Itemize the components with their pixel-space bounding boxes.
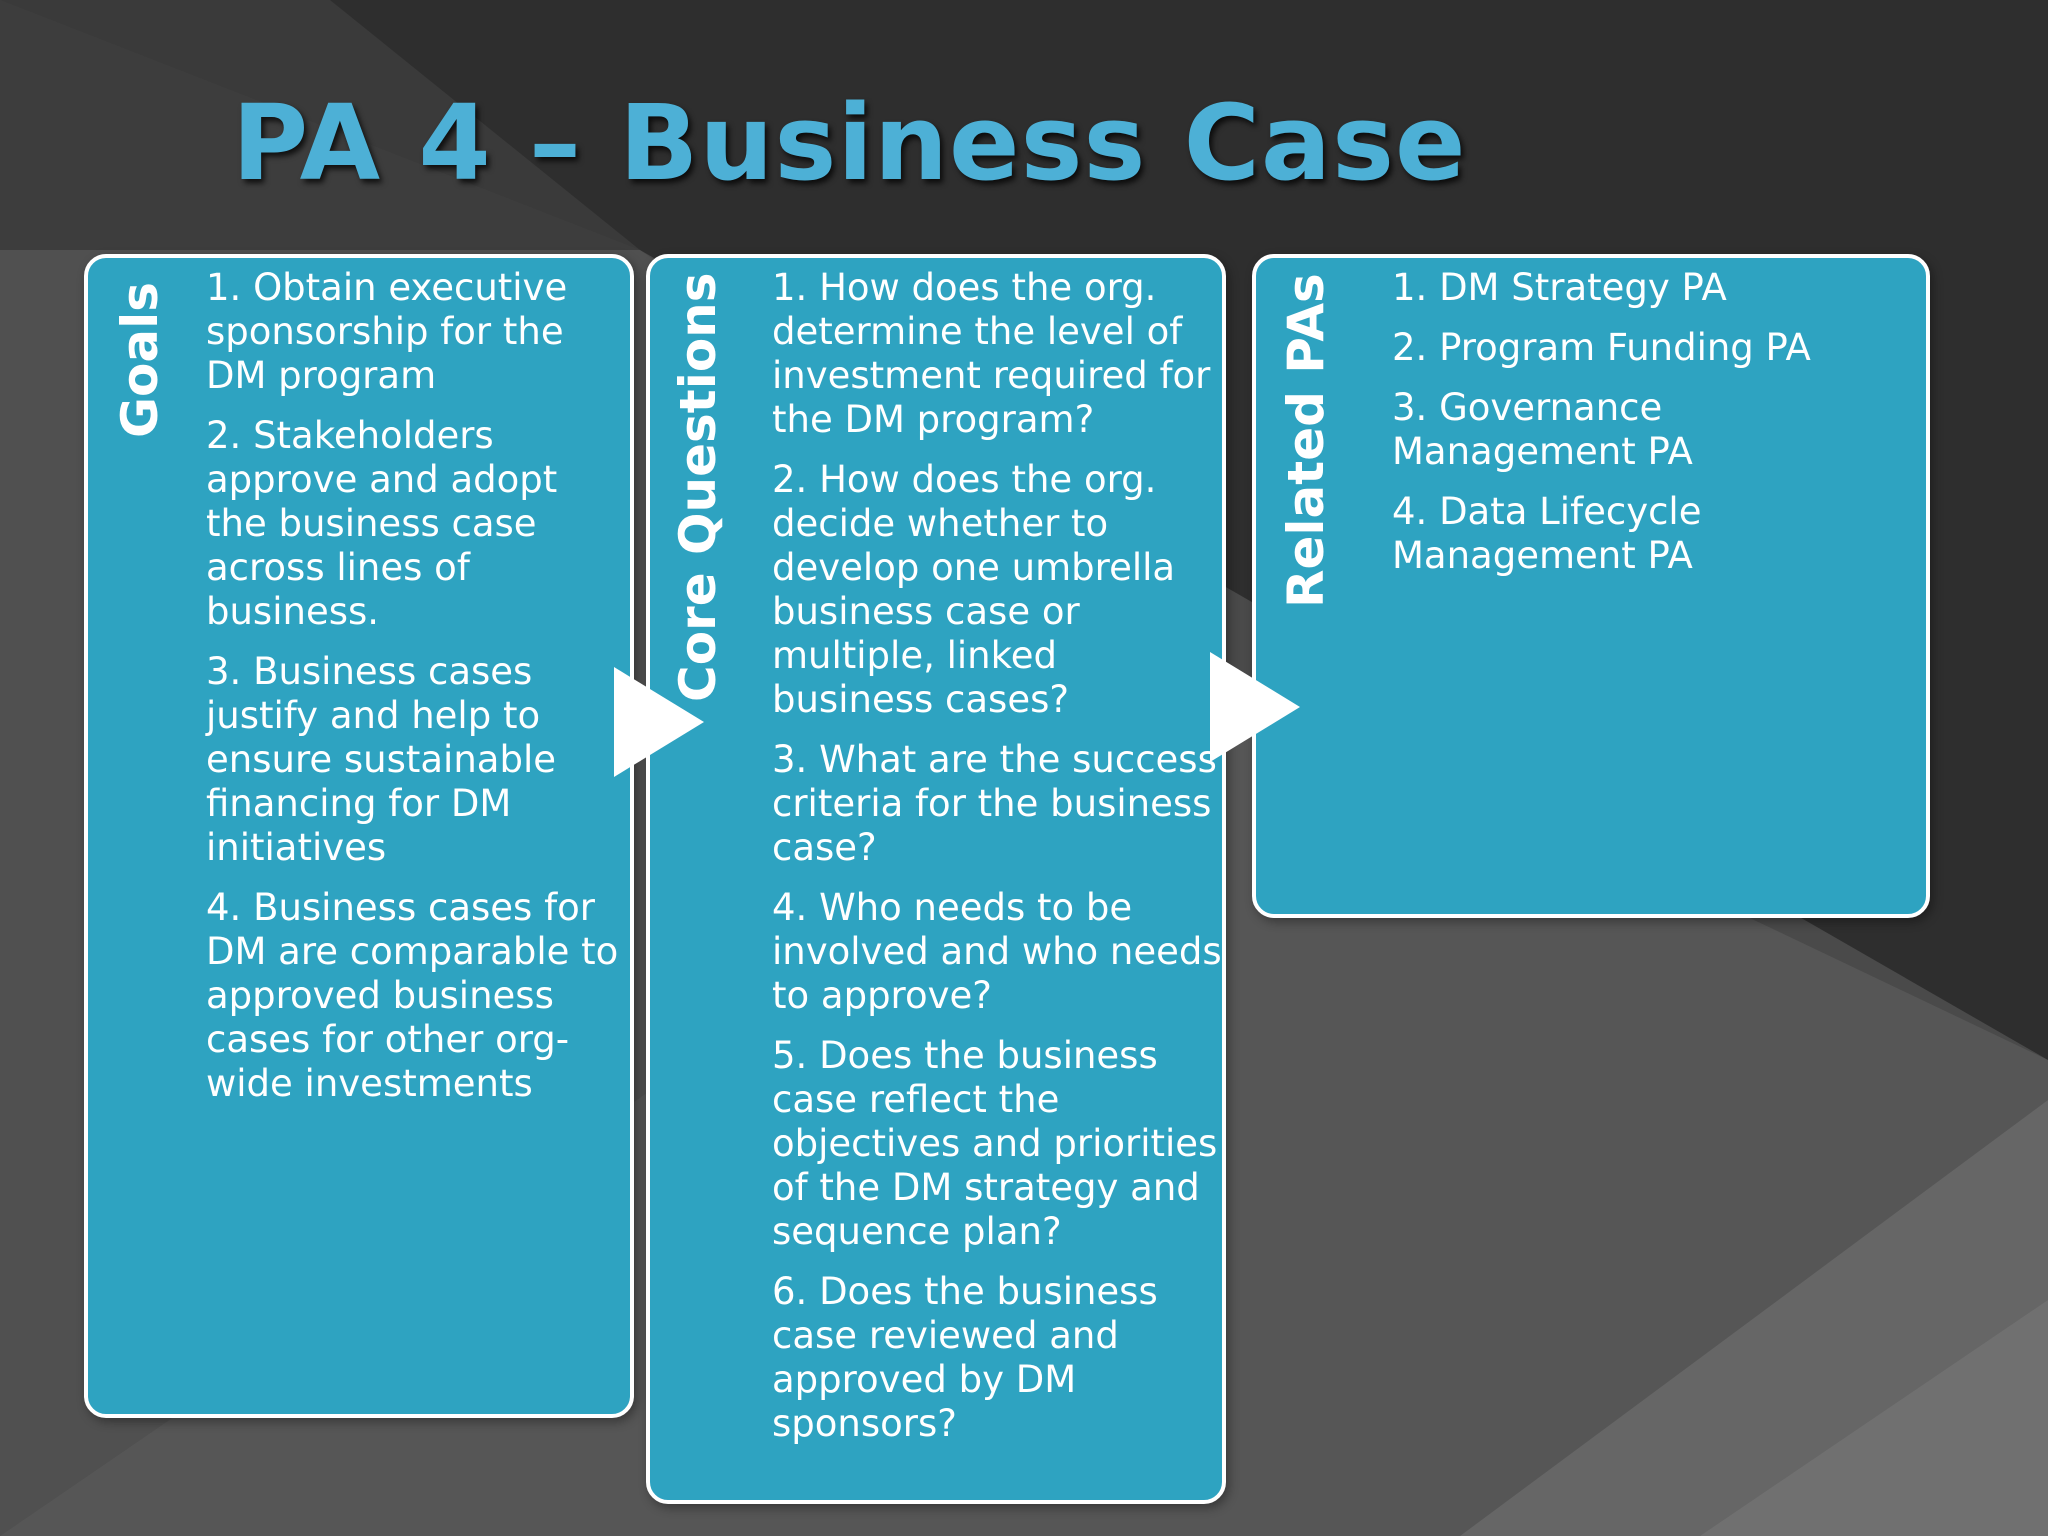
related-pas-heading: Related PAs xyxy=(1277,273,1335,608)
core-question-item: 1. How does the org. determine the level… xyxy=(772,266,1211,441)
related-pas-heading-band: Related PAs xyxy=(1256,258,1356,914)
related-pa-item: 3. Governance Management PA xyxy=(1392,386,1693,473)
core-question-item: 5. Does the business case reflect the ob… xyxy=(772,1034,1218,1253)
related-pa-item: 2. Program Funding PA xyxy=(1392,326,1811,369)
goals-item: 3. Business cases justify and help to en… xyxy=(206,650,556,869)
goals-item: 2. Stakeholders approve and adopt the bu… xyxy=(206,414,558,633)
core-question-item: 6. Does the business case reviewed and a… xyxy=(772,1270,1158,1445)
goals-heading: Goals xyxy=(111,281,169,438)
goals-heading-band: Goals xyxy=(88,258,188,1414)
core-question-item: 4. Who needs to be involved and who need… xyxy=(772,886,1222,1017)
core-question-item: 2. How does the org. decide whether to d… xyxy=(772,458,1176,721)
core-questions-heading: Core Questions xyxy=(669,272,727,702)
core-questions-panel: Core Questions 1. How does the org. dete… xyxy=(646,254,1226,1504)
core-questions-list: 1. How does the org. determine the level… xyxy=(772,266,1222,1462)
goals-item: 1. Obtain executive sponsorship for the … xyxy=(206,266,568,397)
related-pa-item: 1. DM Strategy PA xyxy=(1392,266,1727,309)
arrow-right-icon xyxy=(1210,652,1300,762)
goals-list: 1. Obtain executive sponsorship for the … xyxy=(206,266,626,1122)
core-questions-heading-band: Core Questions xyxy=(650,258,750,1500)
goals-item: 4. Business cases for DM are comparable … xyxy=(206,886,619,1105)
related-pa-item: 4. Data Lifecycle Management PA xyxy=(1392,490,1702,577)
goals-panel: Goals 1. Obtain executive sponsorship fo… xyxy=(84,254,634,1418)
core-question-item: 3. What are the success criteria for the… xyxy=(772,738,1217,869)
slide-title: PA 4 – Business Case xyxy=(232,82,1467,204)
related-pas-list: 1. DM Strategy PA 2. Program Funding PA … xyxy=(1392,266,1912,594)
related-pas-panel: Related PAs 1. DM Strategy PA 2. Program… xyxy=(1252,254,1930,918)
arrow-right-icon xyxy=(614,667,704,777)
